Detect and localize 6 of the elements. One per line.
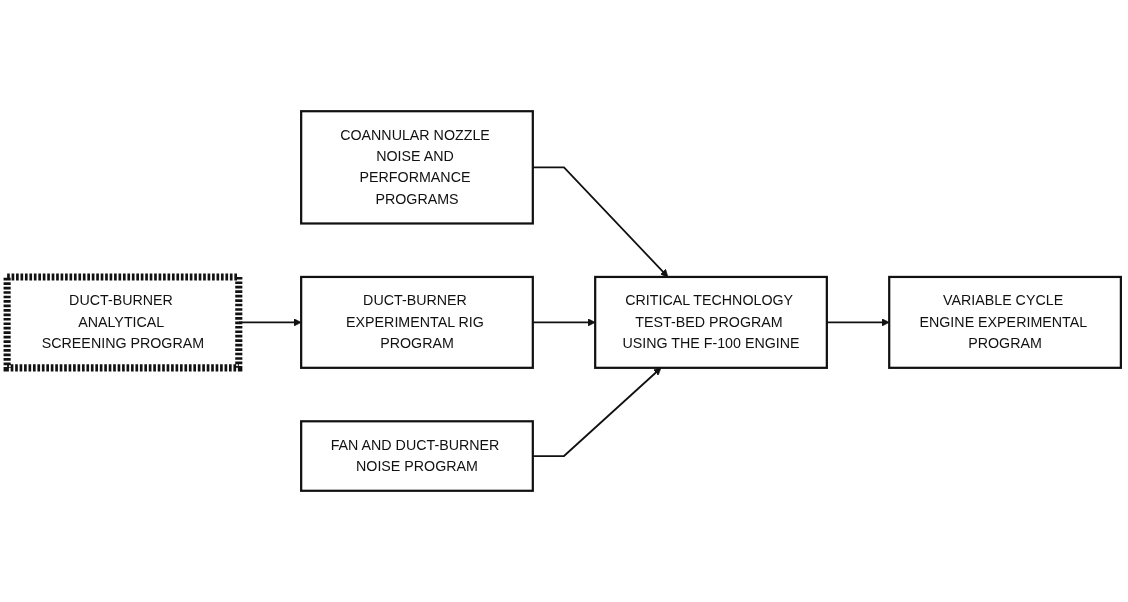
node-box: COANNULAR NOZZLE NOISE AND PERFORMANCE PROGRAMS	[300, 110, 534, 225]
node-box: VARIABLE CYCLE ENGINE EXPERIMENTAL PROGRAM	[888, 275, 1122, 369]
node-box: DUCT-BURNER ANALYTICAL SCREENING PROGRAM	[3, 273, 243, 372]
node-box: FAN AND DUCT-BURNER NOISE PROGRAM	[300, 420, 534, 492]
node-box: DUCT-BURNER EXPERIMENTAL RIG PROGRAM	[300, 275, 534, 369]
node-box: CRITICAL TECHNOLOGY TEST-BED PROGRAM USING THE F-100 ENGINE	[594, 275, 828, 369]
